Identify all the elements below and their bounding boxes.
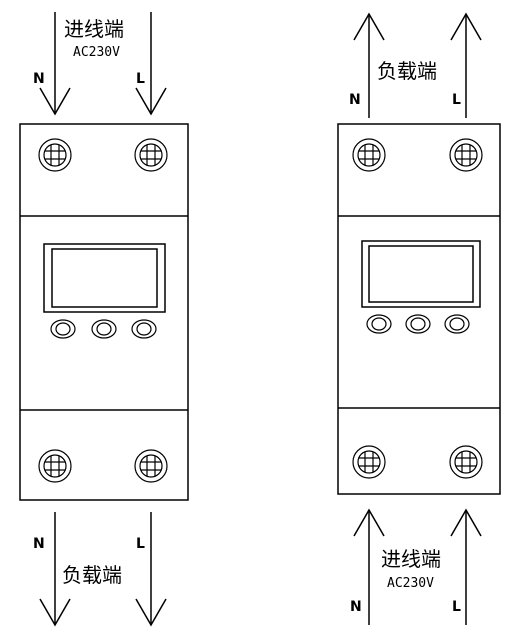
right-device: 负载端 N L 进线端 AC230V N L: [337, 12, 501, 625]
left-bottom-l-label: L: [136, 536, 145, 552]
right-top-l-wire-arrow-icon: [450, 12, 482, 118]
right-device-body: [337, 123, 501, 495]
right-bottom-voltage-label: AC230V: [387, 576, 434, 591]
left-display-screen: [51, 248, 158, 308]
right-button-1-icon: [366, 314, 392, 334]
right-bottom-l-screw-icon: [449, 445, 483, 479]
right-bottom-n-label: N: [350, 599, 362, 615]
left-top-terminal-label: 进线端: [64, 17, 124, 41]
left-device-body: [19, 123, 189, 501]
right-bottom-terminal-label: 进线端: [381, 547, 441, 571]
left-top-n-screw-icon: [38, 138, 72, 172]
left-button-2-icon: [91, 319, 117, 339]
left-button-3-icon: [131, 319, 157, 339]
right-display-screen: [368, 245, 474, 303]
right-bottom-l-label: L: [452, 599, 461, 615]
right-bottom-n-screw-icon: [352, 445, 386, 479]
left-bottom-n-wire-arrow-icon: [39, 512, 71, 627]
left-button-1-icon: [50, 319, 76, 339]
right-display-frame: [361, 240, 481, 308]
right-top-n-screw-icon: [352, 138, 386, 172]
right-top-l-screw-icon: [449, 138, 483, 172]
left-bottom-l-screw-icon: [134, 449, 168, 483]
left-top-l-label: L: [136, 71, 145, 87]
left-top-n-label: N: [33, 71, 45, 87]
left-bottom-n-label: N: [33, 536, 45, 552]
left-bottom-n-screw-icon: [38, 449, 72, 483]
right-top-n-wire-arrow-icon: [353, 12, 385, 118]
left-device: 进线端 AC230V N L N L 负载端: [19, 12, 189, 627]
left-display-frame: [43, 243, 166, 313]
left-bottom-terminal-label: 负载端: [62, 563, 122, 587]
right-button-3-icon: [444, 314, 470, 334]
left-top-voltage-label: AC230V: [73, 45, 120, 60]
left-top-l-wire-arrow-icon: [135, 12, 167, 116]
right-top-n-label: N: [349, 92, 361, 108]
right-top-terminal-label: 负载端: [377, 59, 437, 83]
right-button-2-icon: [405, 314, 431, 334]
right-bottom-l-wire-arrow-icon: [450, 508, 482, 625]
left-bottom-l-wire-arrow-icon: [135, 512, 167, 627]
left-top-n-wire-arrow-icon: [39, 12, 71, 116]
left-top-l-screw-icon: [134, 138, 168, 172]
right-top-l-label: L: [452, 92, 461, 108]
right-bottom-n-wire-arrow-icon: [353, 508, 385, 625]
